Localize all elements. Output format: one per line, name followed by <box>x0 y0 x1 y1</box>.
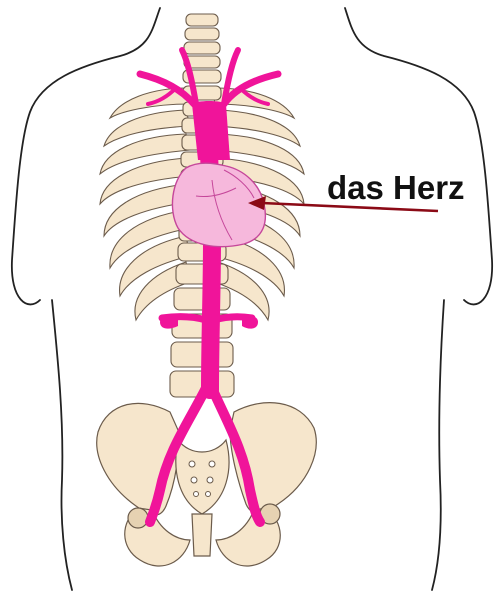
heart-label: das Herz <box>327 169 465 206</box>
pelvis <box>97 403 316 566</box>
aortic-arch <box>192 101 230 160</box>
